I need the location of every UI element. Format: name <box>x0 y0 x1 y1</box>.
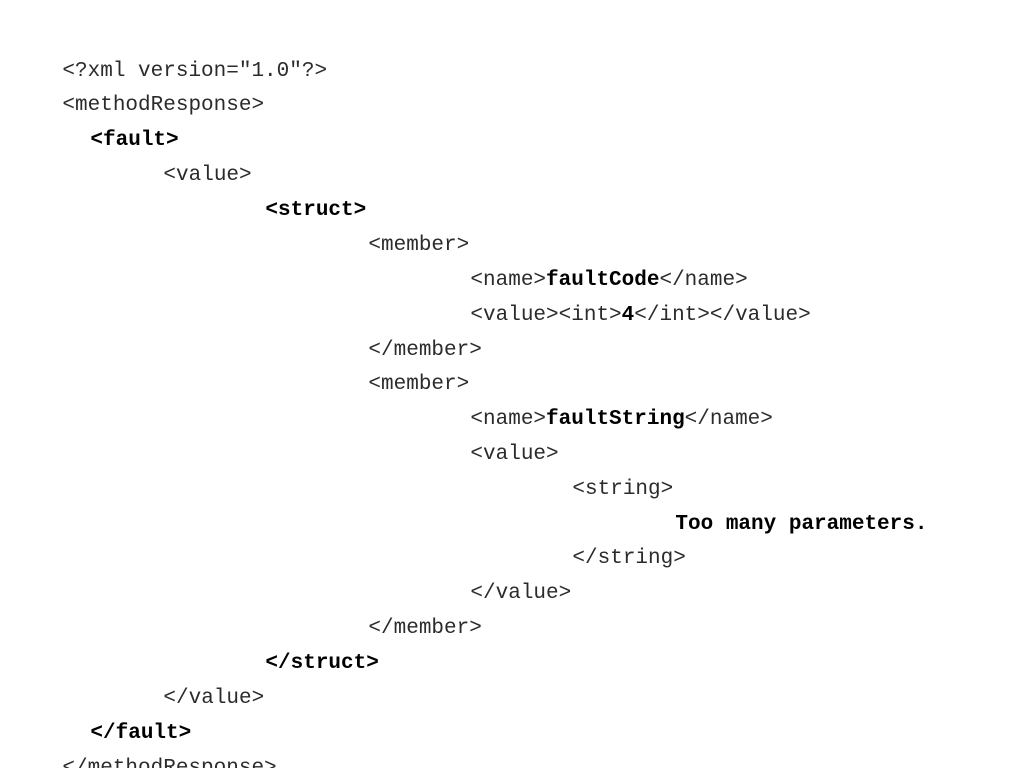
code-line-string-close: </string> <box>522 517 685 570</box>
code-token: <name> <box>470 269 547 292</box>
code-line-member-close: </member> <box>318 309 481 362</box>
code-token: </fault> <box>90 722 192 745</box>
code-token: <methodResponse> <box>62 94 265 117</box>
code-token: <member> <box>368 373 470 396</box>
code-line-fault-string-name: <name>faultString</name> <box>420 378 772 431</box>
code-line-member-close: </member> <box>318 587 481 640</box>
code-token: Too many parameters. <box>675 513 928 536</box>
code-line-fault-message: Too many parameters. <box>625 483 927 536</box>
code-token: </name> <box>659 269 748 292</box>
code-token: <struct> <box>265 199 367 222</box>
code-line-fault-code-value: <value><int>4</int></value> <box>420 274 810 327</box>
code-token: </int></value> <box>634 304 811 327</box>
code-line-method-response-close: </methodResponse> <box>12 727 276 768</box>
code-token: </name> <box>684 408 773 431</box>
code-line-member-open: <member> <box>318 343 469 396</box>
code-token: <value> <box>470 443 559 466</box>
code-token: </value> <box>163 687 265 710</box>
code-token: </value> <box>470 582 572 605</box>
code-token: faultString <box>546 408 685 431</box>
code-token: </member> <box>368 617 482 640</box>
code-token: <value> <box>163 164 252 187</box>
code-line-value-close: </value> <box>113 657 264 710</box>
code-line-fault-code-name: <name>faultCode</name> <box>420 239 747 292</box>
code-token: <value><int> <box>470 304 622 327</box>
code-line-struct-close: </struct> <box>215 622 378 675</box>
code-token: </member> <box>368 339 482 362</box>
code-line-value-open: <value> <box>420 413 558 466</box>
code-token: 4 <box>621 304 635 327</box>
code-line-value-open: <value> <box>113 134 251 187</box>
code-token: faultCode <box>546 269 660 292</box>
code-line-fault-open: <fault> <box>40 99 178 152</box>
code-line-string-open: <string> <box>522 448 673 501</box>
code-token: </struct> <box>265 652 379 675</box>
code-line-fault-close: </fault> <box>40 692 191 745</box>
code-line-method-response-open: <methodResponse> <box>12 64 264 117</box>
code-token: <fault> <box>90 129 179 152</box>
code-token: </string> <box>572 547 686 570</box>
code-line-xml-declaration: <?xml version="1.0"?> <box>12 30 327 83</box>
code-line-member-open: <member> <box>318 204 469 257</box>
code-token: <name> <box>470 408 547 431</box>
code-token: <?xml version="1.0"?> <box>62 60 328 83</box>
code-line-struct-open: <struct> <box>215 169 366 222</box>
code-token: </methodResponse> <box>62 757 276 768</box>
code-line-value-close: </value> <box>420 552 571 605</box>
code-token: <string> <box>572 478 674 501</box>
code-token: <member> <box>368 234 470 257</box>
